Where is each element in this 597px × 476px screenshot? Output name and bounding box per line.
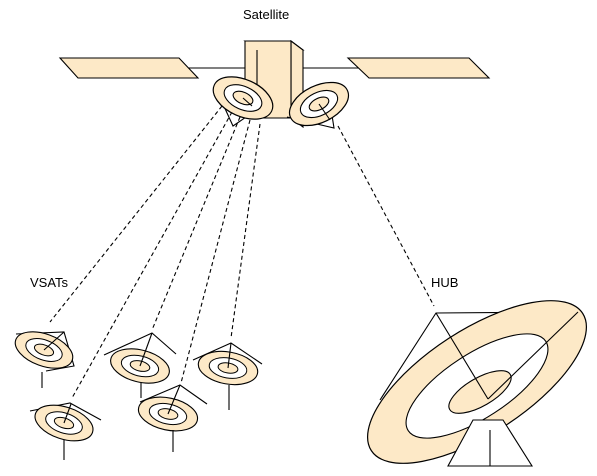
- satellite: [58, 39, 491, 135]
- hub-label: HUB: [431, 275, 458, 290]
- link-vsat-5: [230, 123, 261, 339]
- hub-dish: [366, 300, 588, 464]
- left-solar-panel: [58, 57, 200, 79]
- satellite-label: Satellite: [243, 7, 289, 22]
- vsat-terminal-5: [192, 342, 263, 410]
- link-vsat-3: [151, 116, 241, 331]
- satellite-antenna-right: [281, 73, 357, 135]
- link-vsat-1: [49, 105, 223, 323]
- vsat-terminal-1: [9, 324, 79, 388]
- vsat-terminal-3: [103, 332, 177, 398]
- link-vsat-4: [180, 119, 251, 384]
- link-vsat-2: [71, 111, 233, 399]
- hub-antenna: [366, 300, 588, 467]
- vsat-terminal-2: [29, 397, 102, 460]
- right-solar-panel: [346, 57, 491, 79]
- vsat-terminal-4: [134, 384, 208, 452]
- link-hub: [337, 125, 435, 307]
- satellite-antenna-left: [206, 67, 280, 129]
- signal-links: [49, 105, 435, 399]
- vsats-label: VSATs: [30, 275, 69, 290]
